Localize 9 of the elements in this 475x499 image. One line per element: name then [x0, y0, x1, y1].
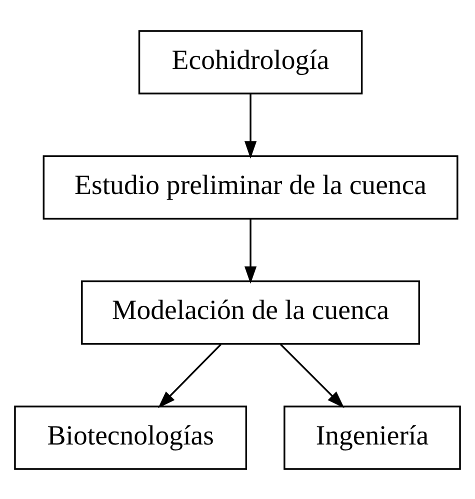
node-box: Ecohidrología	[138, 30, 363, 94]
node-box: Estudio preliminar de la cuenca	[42, 154, 458, 220]
arrow	[280, 343, 344, 408]
node-box: Modelación de la cuenca	[81, 280, 420, 344]
node-box: Biotecnologías	[14, 405, 248, 470]
arrow	[244, 218, 257, 284]
arrow	[244, 94, 257, 158]
arrow	[158, 343, 222, 408]
node-box: Ingeniería	[284, 405, 461, 470]
